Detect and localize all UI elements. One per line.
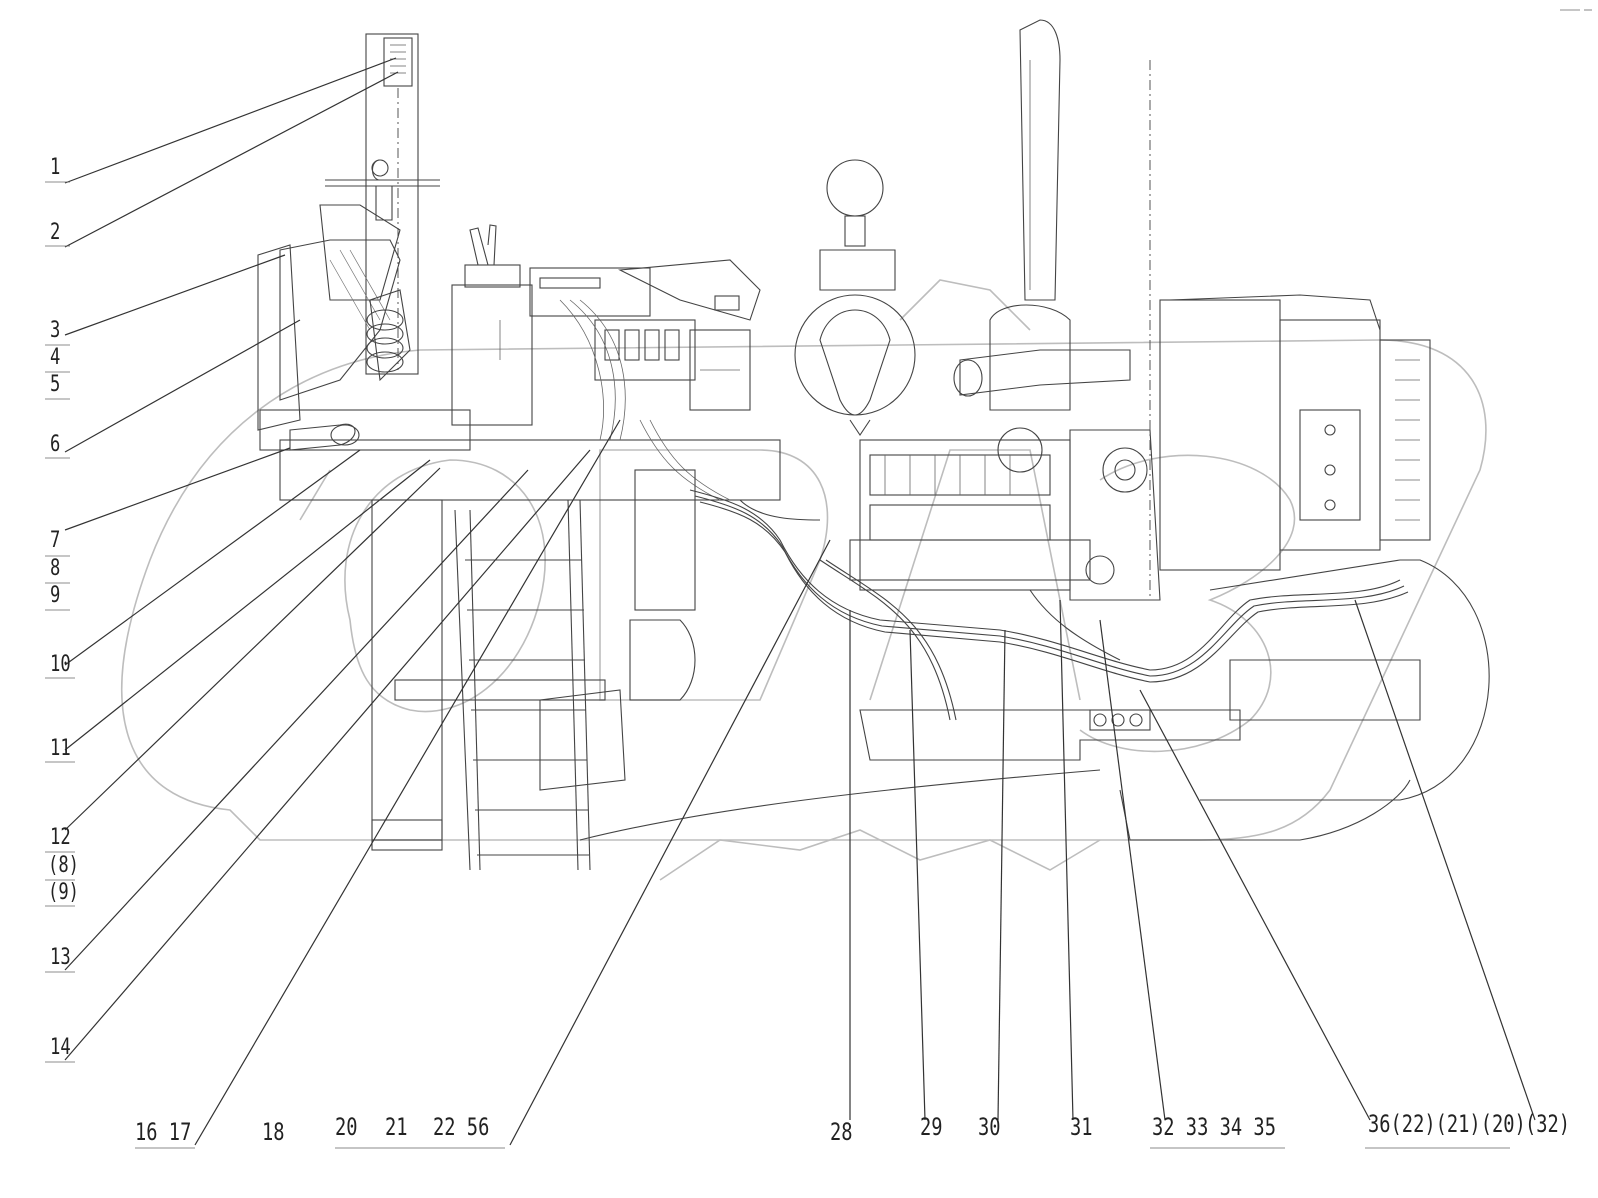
ladder-frame — [371, 469, 696, 871]
callout-36-group: 36(22)(21)(20) — [1368, 1110, 1526, 1138]
callout-13: 13 — [50, 945, 71, 970]
callout-28: 28 — [830, 1118, 853, 1146]
callout-6: 6 — [50, 432, 61, 457]
wiring-harness — [689, 489, 1409, 721]
callout-21: 21 — [385, 1113, 408, 1141]
callout-22-56: 22 56 — [433, 1113, 490, 1141]
callout-8: 8 — [50, 556, 61, 581]
callout-2: 2 — [50, 220, 61, 245]
callout-9: 9 — [50, 583, 61, 608]
callout-20: 20 — [335, 1113, 358, 1141]
watermark-logo — [121, 279, 1487, 881]
control-console — [451, 224, 761, 501]
callout-32-35: 32 33 34 35 — [1152, 1113, 1276, 1141]
callout-30: 30 — [978, 1113, 1001, 1141]
callout-12: 12 — [50, 825, 71, 850]
leader-lines-left — [64, 57, 831, 1146]
callout-16-17: 16 17 — [135, 1118, 192, 1146]
callout-7: 7 — [50, 528, 61, 553]
callout-11: 11 — [50, 736, 71, 761]
callout-underlines — [45, 181, 1510, 1149]
callout-29: 29 — [920, 1113, 943, 1141]
callout-10: 10 — [50, 652, 71, 677]
callout-14: 14 — [50, 1035, 71, 1060]
callout-18: 18 — [262, 1118, 285, 1146]
engine-block — [849, 304, 1161, 601]
callout-5: 5 — [50, 372, 61, 397]
callout-1: 1 — [50, 155, 61, 180]
chassis-lower — [579, 659, 1421, 841]
leader-lines-bottom — [849, 599, 1536, 1121]
callout-4: 4 — [50, 345, 61, 370]
cab-assembly — [257, 33, 781, 501]
callout-32-paren: (32) — [1525, 1110, 1571, 1138]
callout-31: 31 — [1070, 1113, 1093, 1141]
callout-12-sub-8: (8) — [48, 853, 80, 878]
air-filter-exhaust — [794, 19, 1061, 436]
callout-3: 3 — [50, 318, 61, 343]
callout-12-sub-9: (9) — [48, 880, 80, 905]
radiator-assembly — [1149, 60, 1490, 801]
